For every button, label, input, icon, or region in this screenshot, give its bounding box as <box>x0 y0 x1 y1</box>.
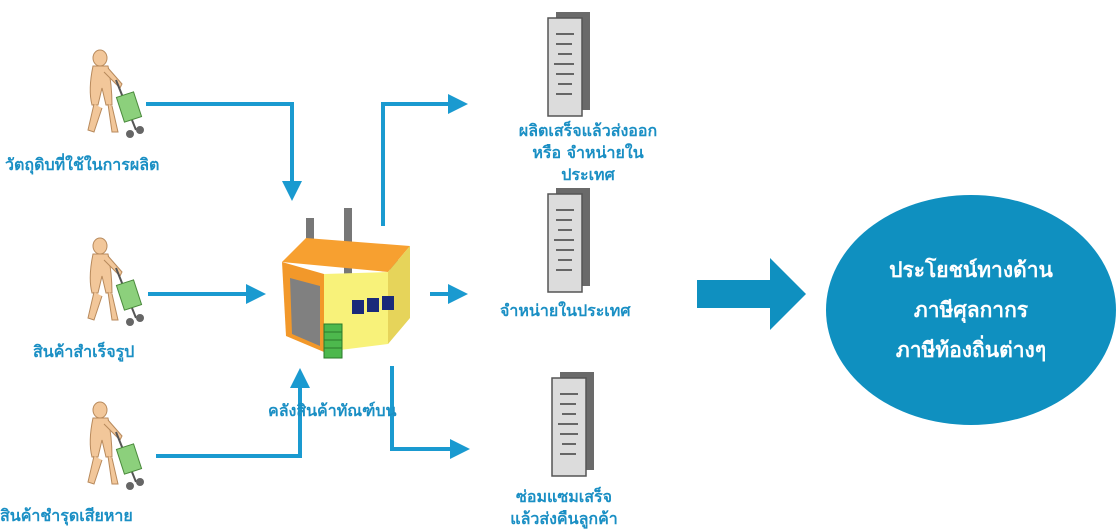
arrow-damaged-goods <box>156 368 310 458</box>
output-label-export: ผลิตเสร็จแล้วส่งออก หรือ จำหน่ายใน ประเท… <box>488 120 688 186</box>
output-label-domestic: จำหน่ายในประเทศ <box>500 301 631 320</box>
benefit-bubble: ประโยชน์ทางด้าน ภาษีศุลกากร ภาษีท้องถิ่น… <box>826 195 1116 425</box>
big-arrow <box>697 258 806 330</box>
arrow-raw-materials <box>146 102 302 201</box>
output-export-line-3: ประเทศ <box>561 165 615 184</box>
output-repair-line-2: แล้วส่งคืนลูกค้า <box>510 509 618 528</box>
input-label-raw-materials: วัตถุดิบที่ใช้ในการผลิต <box>5 155 160 174</box>
output-export-line-1: ผลิตเสร็จแล้วส่งออก <box>518 121 658 140</box>
benefit-line-3: ภาษีท้องถิ่นต่างๆ <box>895 337 1047 362</box>
worker-icon-1 <box>87 49 145 139</box>
factory-icon <box>282 208 410 359</box>
benefit-line-2: ภาษีศุลกากร <box>913 297 1029 322</box>
benefit-line-1: ประโยชน์ทางด้าน <box>889 257 1053 282</box>
output-label-repair: ซ่อมแซมเสร็จ แล้วส่งคืนลูกค้า <box>484 486 644 530</box>
input-label-damaged-goods: สินค้าชำรุดเสียหาย <box>0 506 133 525</box>
document-icon-3 <box>551 371 595 477</box>
worker-icon-2 <box>87 237 145 327</box>
output-repair-line-1: ซ่อมแซมเสร็จ <box>516 487 612 506</box>
arrow-to-export <box>381 94 468 226</box>
worker-icon-3 <box>87 401 145 491</box>
arrow-to-repair <box>390 366 470 459</box>
warehouse-label: คลังสินค้าทัณฑ์บน <box>268 401 397 420</box>
output-export-line-2: หรือ จำหน่ายใน <box>532 143 644 162</box>
document-icon-1 <box>547 11 591 117</box>
input-label-finished-goods: สินค้าสำเร็จรูป <box>33 342 135 361</box>
document-icon-2 <box>547 187 591 293</box>
